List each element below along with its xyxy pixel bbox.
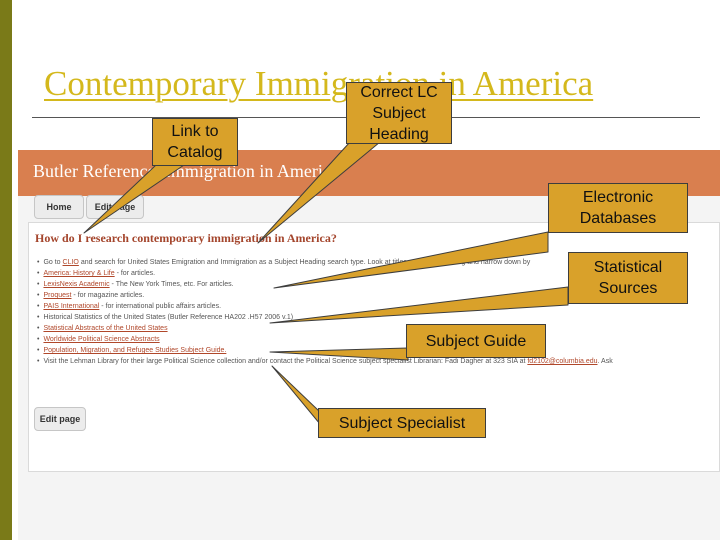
edit-page-button-bottom[interactable]: Edit page: [34, 407, 86, 431]
list-item: Historical Statistics of the United Stat…: [37, 312, 613, 323]
list-item: PAIS International - for international p…: [37, 301, 613, 312]
pais-link[interactable]: PAIS International: [43, 303, 100, 310]
home-button[interactable]: Home: [34, 195, 84, 219]
subject-guide-callout: Subject Guide: [406, 324, 546, 358]
list-item: Proquest - for magazine articles.: [37, 290, 613, 301]
slide-title: Contemporary Immigration in America: [44, 64, 594, 103]
correct-lc-subject-heading-callout: Correct LC Subject Heading: [346, 82, 452, 144]
research-heading: How do I research contemporary immigrati…: [35, 231, 337, 245]
subject-guide-link[interactable]: Population, Migration, and Refugee Studi…: [43, 347, 227, 354]
screenshot-header-title: Butler Reference: Immigration in America: [33, 161, 339, 181]
list-item: LexisNexis Academic - The New York Times…: [37, 279, 613, 290]
statistical-abstracts-link[interactable]: Statistical Abstracts of the United Stat…: [43, 325, 168, 332]
link-to-catalog-callout: Link to Catalog: [152, 118, 238, 166]
databases-pointer: [273, 231, 549, 289]
catalog-pointer: [83, 164, 185, 234]
list-item: America: History & Life - for articles.: [37, 268, 613, 279]
email-link[interactable]: fd2102@columbia.edu: [527, 358, 598, 365]
statistical-pointer: [269, 286, 569, 324]
left-accent-bar: [0, 0, 12, 540]
subject-specialist-callout: Subject Specialist: [318, 408, 486, 438]
screenshot-panel: Butler Reference: Immigration in America…: [18, 150, 720, 540]
clio-link[interactable]: CLIO: [62, 259, 79, 266]
resource-list: Go to CLIO and search for United States …: [37, 257, 613, 367]
subject-specialist-pointer: [271, 365, 321, 425]
list-item: Go to CLIO and search for United States …: [37, 257, 613, 268]
proquest-link[interactable]: Proquest: [43, 292, 72, 299]
lexisnexis-link[interactable]: LexisNexis Academic: [43, 281, 110, 288]
list-item: Worldwide Political Science Abstracts: [37, 334, 613, 345]
statistical-sources-callout: Statistical Sources: [568, 252, 688, 304]
list-item: Visit the Lehman Library for their large…: [37, 356, 612, 367]
subject-guide-pointer: [269, 347, 409, 361]
list-item: Population, Migration, and Refugee Studi…: [37, 345, 613, 356]
electronic-databases-callout: Electronic Databases: [548, 183, 688, 233]
list-item: Statistical Abstracts of the United Stat…: [37, 323, 613, 334]
lc-heading-pointer: [257, 141, 381, 244]
america-history-life-link[interactable]: America: History & Life: [43, 270, 115, 277]
political-science-abstracts-link[interactable]: Worldwide Political Science Abstracts: [43, 336, 160, 343]
